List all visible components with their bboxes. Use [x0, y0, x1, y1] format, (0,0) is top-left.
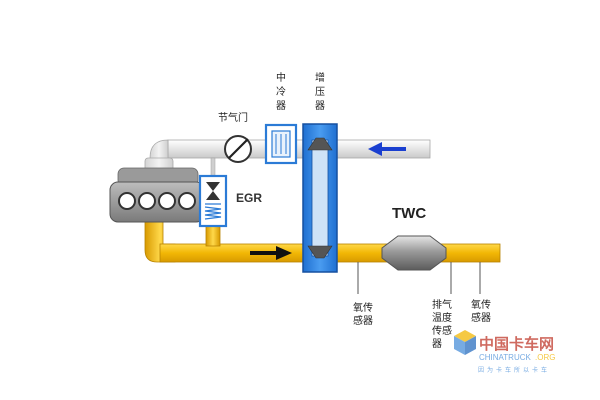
- cylinder-2: [138, 192, 156, 210]
- twc-body: [381, 235, 447, 271]
- intercooler-label-3: 器: [276, 100, 286, 112]
- exhaust-flow-arrow: [250, 246, 292, 260]
- throttle-label: 节气门: [218, 111, 248, 124]
- watermark-tagline: 因为卡车所以卡车: [478, 366, 550, 374]
- watermark: 中国卡车网 CHINATRUCK .ORG 因为卡车所以卡车: [454, 330, 555, 374]
- intercooler-label-1: 中: [276, 71, 286, 84]
- turbo-label-1: 增: [315, 71, 325, 84]
- turbo-label-3: 器: [315, 100, 325, 112]
- egr-valve-top-icon: [206, 182, 220, 191]
- cylinder-4: [178, 192, 196, 210]
- turbo-shaft: [311, 139, 329, 257]
- watermark-brand-en: CHINATRUCK: [479, 353, 532, 362]
- watermark-domain-suffix: .ORG: [535, 353, 555, 362]
- egr-exhaust-riser: [205, 223, 221, 247]
- exhaust-temp-label-line1: 排气: [432, 298, 452, 311]
- throttle-plate: [228, 138, 249, 159]
- compressor-wheel-icon: [307, 137, 333, 151]
- egr-valve: EGR: [198, 174, 262, 228]
- watermark-brand-cn: 中国卡车网: [479, 335, 554, 353]
- intercooler: 中 冷 器: [264, 71, 298, 165]
- throttle-valve: 节气门: [218, 111, 252, 163]
- sensors: 氧传 感器 排气 温度 传感 器 氧传 感器: [353, 262, 491, 350]
- intake-arrow-head-icon: [368, 142, 382, 156]
- turbocharger: 增 压 器: [302, 71, 338, 273]
- turbo-label-2: 压: [315, 86, 325, 98]
- intercooler-label-2: 冷: [276, 85, 286, 98]
- engine-block: [109, 167, 205, 223]
- o2-sensor-1-label-line2: 感器: [353, 314, 373, 327]
- egr-label: EGR: [236, 191, 262, 205]
- exhaust-temp-label-line2: 温度: [432, 311, 452, 324]
- watermark-cube-logo: [454, 330, 476, 355]
- exhaust-arrow-head-icon: [276, 246, 292, 260]
- cylinder-3: [158, 192, 176, 210]
- exhaust-temp-label-line4: 器: [432, 338, 442, 350]
- o2-sensor-2-label-line1: 氧传: [471, 298, 491, 311]
- turbine-wheel-icon: [307, 245, 333, 259]
- egr-cooler-coil-icon: [204, 203, 222, 220]
- egr-valve-bottom-icon: [206, 191, 220, 200]
- intake-flow-arrow: [368, 142, 406, 156]
- cylinder-1: [118, 192, 136, 210]
- o2-sensor-2-label-line2: 感器: [471, 311, 491, 324]
- intercooler-fins-icon: [275, 134, 287, 154]
- exhaust-temp-label-line3: 传感: [432, 324, 452, 337]
- twc-converter: TWC: [381, 205, 447, 271]
- o2-sensor-1-label-line1: 氧传: [353, 301, 373, 314]
- twc-label: TWC: [392, 205, 426, 222]
